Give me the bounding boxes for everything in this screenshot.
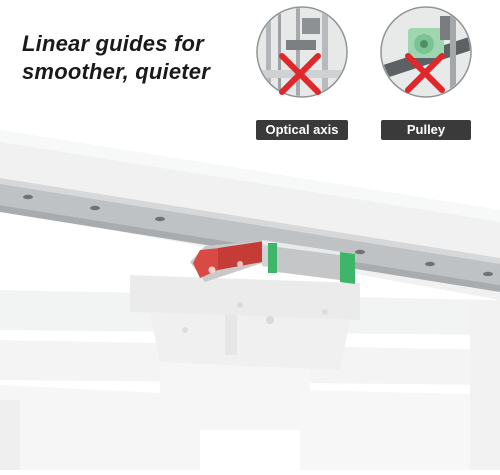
optical-axis-comparison-image bbox=[256, 6, 348, 98]
cross-mark-icon bbox=[279, 53, 321, 95]
headline-line-1: Linear guides for bbox=[22, 31, 204, 56]
gantry-frame bbox=[0, 130, 500, 470]
cross-mark-icon bbox=[405, 53, 445, 93]
optical-axis-label: Optical axis bbox=[256, 120, 348, 140]
linear-carriage bbox=[190, 240, 355, 284]
pulley-label: Pulley bbox=[381, 120, 471, 140]
headline-line-2: smoother, quieter bbox=[22, 59, 210, 84]
pulley-comparison-image bbox=[380, 6, 472, 98]
headline: Linear guides for smoother, quieter bbox=[22, 30, 252, 86]
